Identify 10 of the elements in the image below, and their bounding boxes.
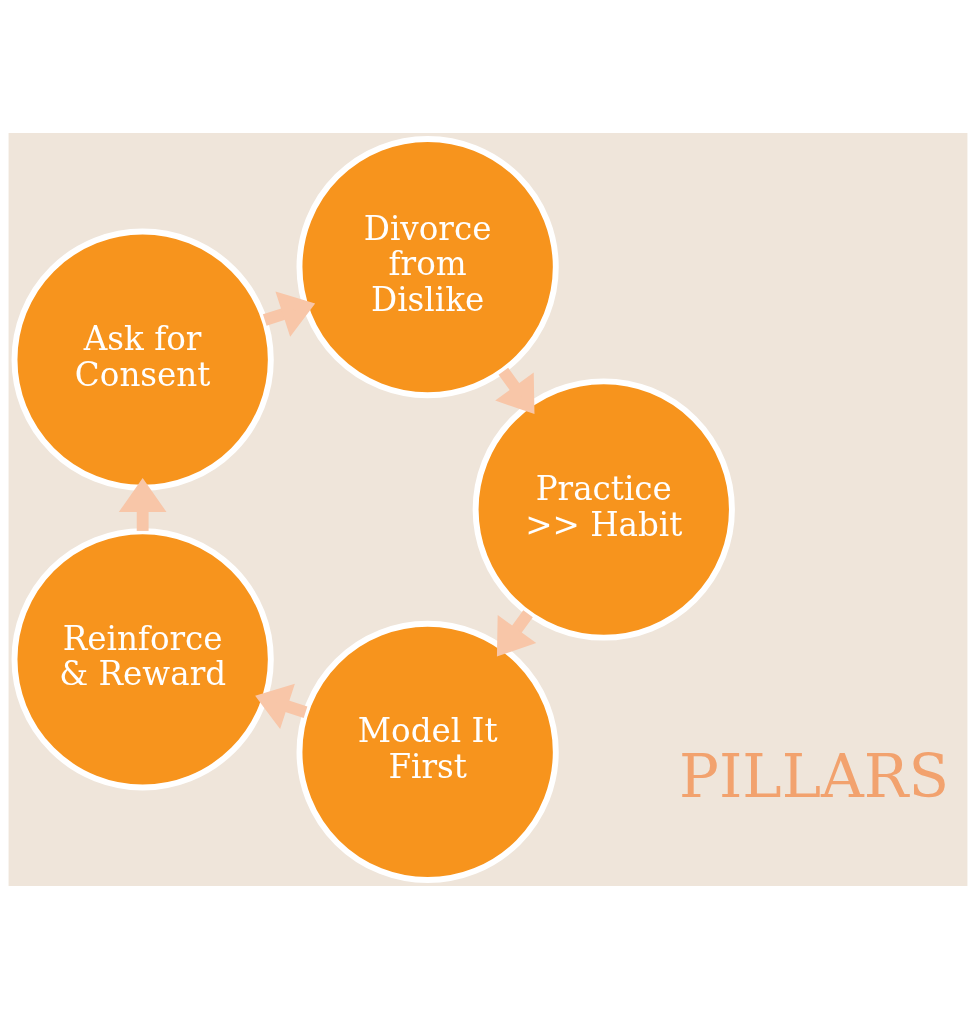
arrow [255, 683, 308, 730]
arrow [262, 291, 316, 337]
arrow [118, 477, 167, 531]
arrow [496, 610, 537, 657]
node-circle: Ask for Consent [11, 228, 274, 491]
node-circle: Reinforce & Reward [11, 528, 274, 791]
node-circle: Divorce from Dislike [296, 135, 559, 399]
label: PILLARS [679, 741, 950, 811]
node-circle: Model It First [296, 620, 559, 884]
arrow [495, 367, 535, 415]
